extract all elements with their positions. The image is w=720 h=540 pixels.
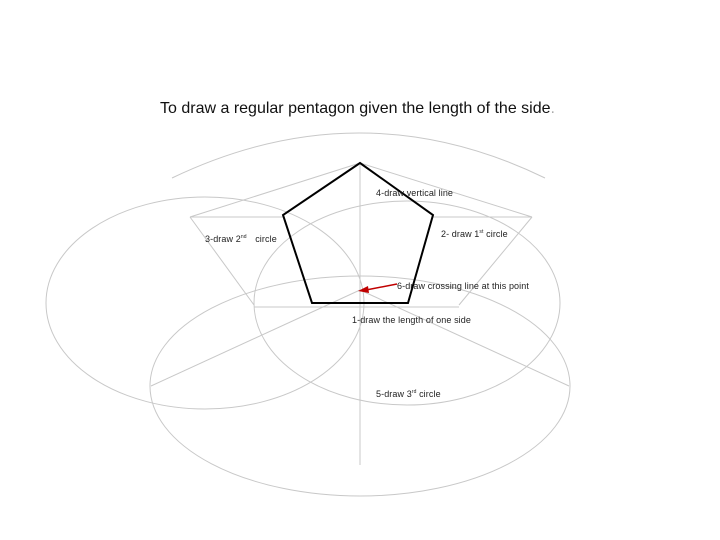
label-first-circle: 2- draw 1st circle bbox=[441, 229, 508, 239]
label-vertical-line: 4-draw vertical line bbox=[376, 188, 454, 198]
guide-left-lower bbox=[189, 216, 255, 306]
crossing-point-arrow bbox=[358, 283, 398, 293]
first-circle bbox=[253, 200, 561, 406]
label-third-circle: 5-draw 3rd circle bbox=[376, 389, 441, 399]
pentagon bbox=[281, 161, 435, 304]
label-crossing-line: 6-draw crossing line at this point bbox=[397, 281, 529, 291]
extended-side-left bbox=[189, 162, 361, 218]
extended-side-right bbox=[359, 162, 533, 218]
slide-title: To draw a regular pentagon given the len… bbox=[160, 100, 555, 117]
diagonal-left bbox=[150, 289, 361, 387]
label-second-circle: 3-draw 2nd circle bbox=[205, 234, 277, 244]
top-arc bbox=[171, 132, 546, 179]
label-one-side: 1-draw the length of one side bbox=[352, 315, 471, 325]
guide-right-lower bbox=[458, 216, 533, 306]
title-period: . bbox=[550, 100, 555, 117]
diagonal-right bbox=[359, 289, 570, 387]
